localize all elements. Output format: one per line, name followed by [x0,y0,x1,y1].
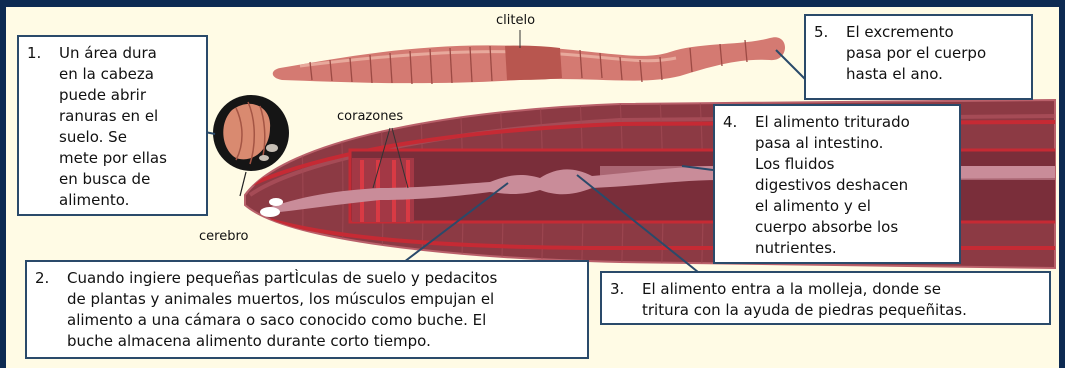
callout-step-3: 3. El alimento entra a la molleja, donde… [600,271,1051,325]
step-number: 2. [35,268,49,289]
step-number: 1. [27,43,41,64]
step-number: 5. [814,22,828,43]
frame-right [1059,0,1065,368]
whole-worm [273,30,806,84]
step-text: Cuando ingiere pequeñas partÌculas de su… [67,268,581,352]
frame-left [0,0,6,368]
step-number: 3. [610,279,624,300]
step-text: El excremento pasa por el cuerpo hasta e… [846,22,1025,85]
callout-step-4: 4. El alimento triturado pasa al intesti… [713,104,961,264]
callout-step-5: 5. El excremento pasa por el cuerpo hast… [804,14,1033,100]
label-cerebro: cerebro [199,229,248,244]
callout-step-1: 1. Un área dura en la cabeza puede abrir… [17,35,208,216]
label-corazones: corazones [337,109,403,124]
step-number: 4. [723,112,737,133]
step-text: El alimento entra a la molleja, donde se… [642,279,1043,321]
frame-top [0,0,1065,7]
step-text: El alimento triturado pasa al intestino.… [755,112,953,259]
clitelo-band [505,46,562,80]
step-text: Un área dura en la cabeza puede abrir ra… [59,43,200,211]
step5-pointer [776,50,806,80]
label-clitelo: clitelo [496,13,535,28]
callout-step-2: 2. Cuando ingiere pequeñas partÌculas de… [25,260,589,359]
